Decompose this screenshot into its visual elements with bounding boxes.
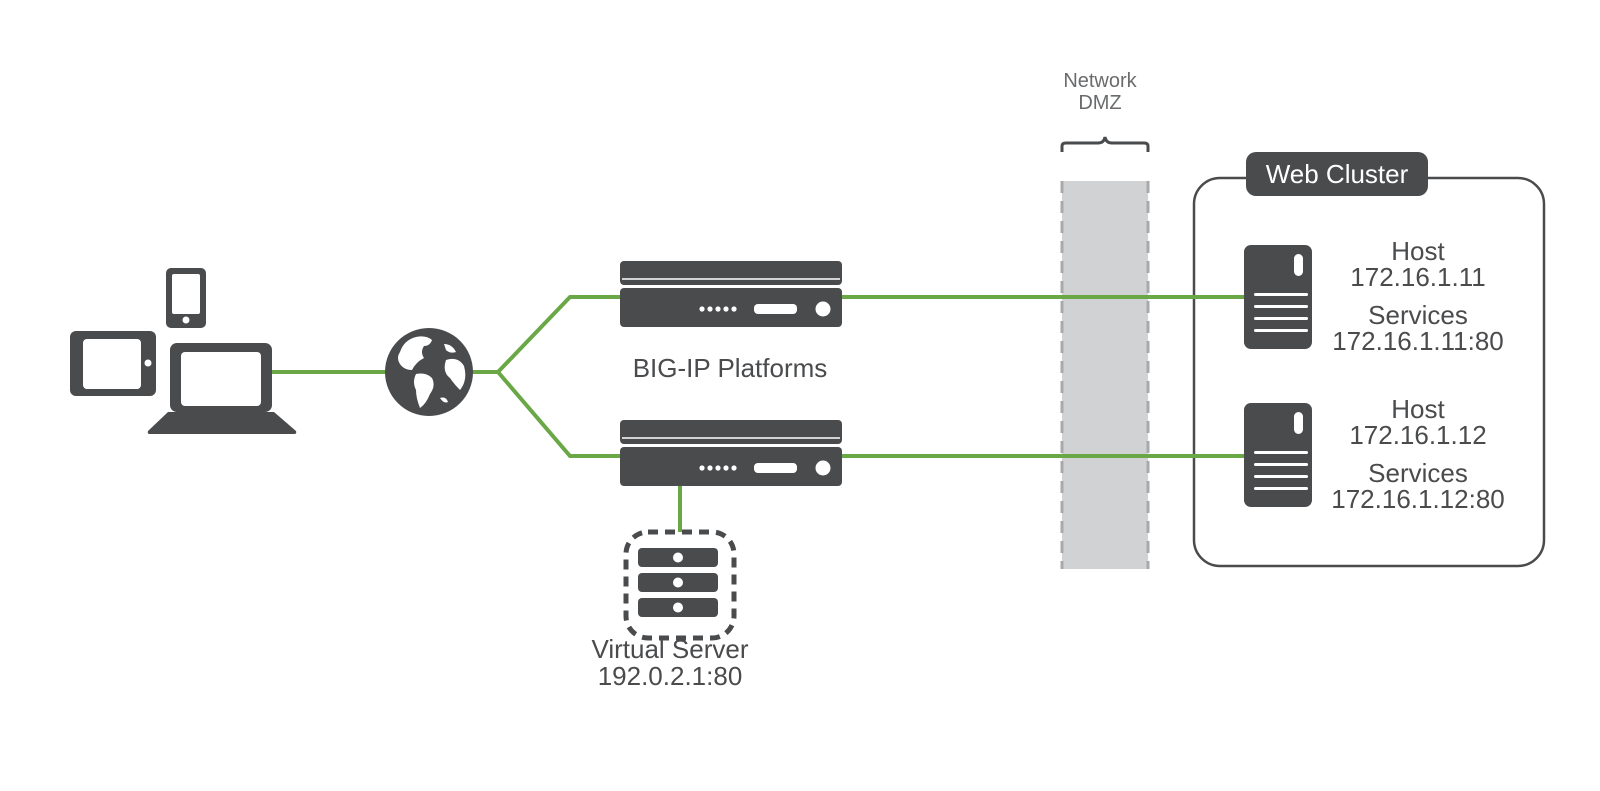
link-branch-bigip-1 <box>496 295 625 374</box>
bigip-platform-2-icon <box>620 420 842 486</box>
client-devices <box>70 268 297 434</box>
host-1-services-address: 172.16.1.11:80 <box>1332 326 1504 356</box>
host-server-1-icon <box>1244 245 1312 349</box>
host-2-label: Host <box>1391 394 1445 424</box>
globe-icon <box>385 328 473 416</box>
tablet-icon <box>70 331 156 396</box>
virtual-server-name: Virtual Server <box>591 634 749 664</box>
dmz-label-line1: Network <box>1063 70 1137 92</box>
virtual-server-icon <box>623 529 737 641</box>
laptop-icon <box>147 343 297 434</box>
dmz-zone <box>1060 136 1150 569</box>
connection-links <box>272 295 1250 532</box>
bigip-platform-1-icon <box>620 261 842 327</box>
virtual-server-address: 192.0.2.1:80 <box>597 661 743 691</box>
host-1-ip: 172.16.1.11 <box>1350 262 1486 292</box>
host-server-2-icon <box>1244 403 1312 507</box>
host-2-services-label: Services <box>1368 458 1468 488</box>
dmz-band <box>1062 181 1148 569</box>
dmz-label: Network DMZ <box>1040 70 1160 114</box>
host-1-label: Host <box>1391 236 1445 266</box>
host-1-services-label: Services <box>1368 300 1468 330</box>
bigip-platforms-label: BIG-IP Platforms <box>632 353 828 383</box>
host-2-services-address: 172.16.1.12:80 <box>1331 484 1505 514</box>
dmz-label-line2: DMZ <box>1078 92 1122 114</box>
virtual-server-label: Virtual Server 192.0.2.1:80 <box>560 636 780 690</box>
host-1-info: Host 172.16.1.11 Services 172.16.1.11:80 <box>1318 238 1518 354</box>
link-branch-bigip-2 <box>496 370 625 458</box>
dmz-brace-icon <box>1060 136 1150 152</box>
web-cluster-title: Web Cluster <box>1246 152 1428 196</box>
host-2-info: Host 172.16.1.12 Services 172.16.1.12:80 <box>1318 396 1518 512</box>
smartphone-icon <box>166 268 206 328</box>
host-2-ip: 172.16.1.12 <box>1349 420 1487 450</box>
